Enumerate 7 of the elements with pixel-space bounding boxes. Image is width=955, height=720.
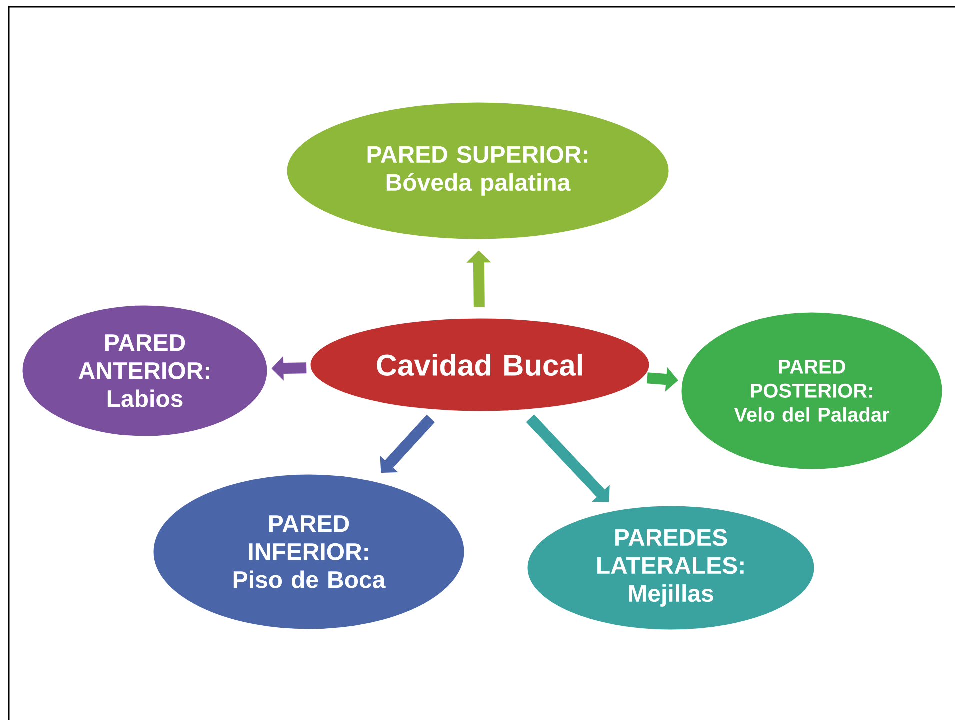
ellipse-node: PARED INFERIOR: Piso de Boca bbox=[152, 473, 466, 631]
ellipse-node: PARED SUPERIOR: Bóveda palatina bbox=[286, 101, 670, 241]
block-arrow bbox=[526, 414, 610, 502]
ellipse-node: PARED ANTERIOR: Labios bbox=[21, 304, 269, 438]
ellipse-node: PARED POSTERIOR: Velo del Paladar bbox=[680, 311, 944, 471]
ellipse-node: PAREDES LATERALES: Mejillas bbox=[526, 504, 816, 632]
ellipse-node: Cavidad Bucal bbox=[309, 317, 651, 413]
